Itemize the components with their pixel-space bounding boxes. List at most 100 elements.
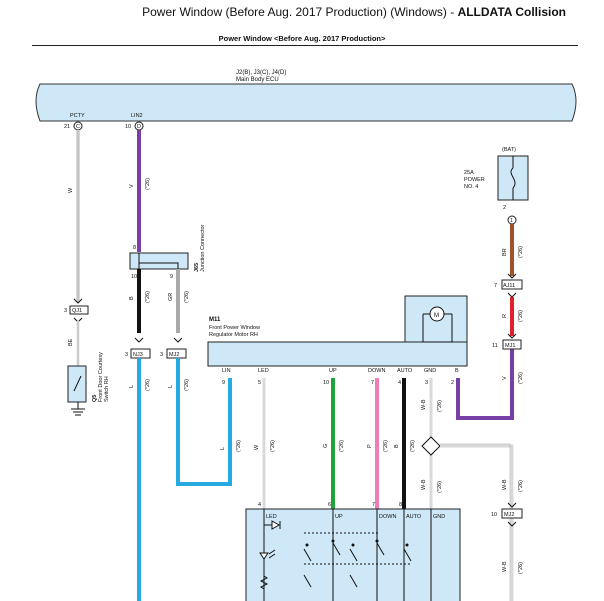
- mj2l-name: MJ2: [504, 512, 514, 518]
- wire-blue-mid: [176, 358, 232, 486]
- sw-resistor: [259, 575, 269, 590]
- wire-gnd-right-branch-outline: [440, 443, 511, 601]
- sw-node-3: [351, 543, 355, 547]
- mj2l-arrow: [507, 502, 517, 508]
- qj1-name: QJ1: [72, 308, 82, 314]
- nj3-pin: 3: [125, 352, 128, 358]
- diagram-subtitle: Power Window <Before Aug. 2017 Productio…: [218, 34, 386, 43]
- wire-nj3: B (*26): [129, 269, 151, 333]
- sw-led-ray-2: [268, 553, 276, 559]
- wire-lin2-size: (*26): [145, 178, 151, 190]
- q5-name-2: Switch RH: [104, 376, 110, 402]
- wire-mj2: GR (*26): [168, 269, 190, 333]
- fuse-element: [510, 167, 516, 189]
- j65-pin-9: 9: [170, 274, 173, 280]
- ecu-bar: [35, 83, 577, 122]
- connector-mj2-lower: 10 MJ2: [491, 502, 523, 527]
- ecu-pin-pcty-name: PCTY: [70, 113, 85, 119]
- pin-lin2: 10 D: [125, 121, 144, 131]
- m11-name-1: Front Power Window: [209, 325, 260, 331]
- sw-node-1: [305, 543, 309, 547]
- sw-contact-5: [403, 548, 412, 562]
- wire-gnd-size: (*26): [437, 400, 443, 412]
- aj11-pin: 7: [494, 283, 497, 289]
- mj2-name: MJ2: [169, 352, 179, 358]
- wire-fuse-brown-color: BR: [502, 248, 508, 256]
- j65-code: J65: [194, 263, 200, 272]
- sw-contact-2: [332, 542, 341, 556]
- fuse-number: NO. 4: [464, 184, 478, 190]
- wire-fuse-red: R (*26): [502, 297, 524, 336]
- qj1-pin: 3: [64, 308, 67, 314]
- m11-term-5: 5: [258, 380, 261, 386]
- nj3-arrow: [134, 337, 144, 343]
- mj2l-pin: 10: [491, 512, 497, 518]
- wire-right-wb: W-B (*26) W-B (*26): [502, 479, 524, 574]
- pin-pcty-conn: C: [76, 124, 80, 130]
- m11-term-10: 10: [323, 380, 329, 386]
- wire-blue-left-color: L: [129, 385, 135, 388]
- sw-label-auto: AUTO: [406, 514, 422, 520]
- mj2-arrow: [173, 337, 183, 343]
- pin-pcty: 21 C: [64, 121, 83, 131]
- m11-code: M11: [209, 317, 221, 323]
- q5-code: Q5: [92, 395, 98, 402]
- wire-gnd-color: W-B: [421, 399, 427, 410]
- wire-led-white-color: W: [254, 444, 260, 450]
- sw-contact-7: [349, 574, 358, 588]
- m11-term-name-down: DOWN: [368, 368, 385, 374]
- m11-term-name-auto: AUTO: [397, 368, 413, 374]
- m11-term-9: 9: [222, 380, 225, 386]
- sw-node-5: [405, 543, 409, 547]
- wire-gnd-right-branch: [440, 444, 514, 601]
- wire-blue-mid-color: L: [168, 385, 174, 388]
- wire-down-pink-size: (*26): [383, 440, 389, 452]
- wire-gnd-white-black: W-B (*26) W-B (*26): [421, 378, 514, 601]
- fuse-power-no4: (BAT) 25A POWER NO. 4 2 1: [464, 147, 529, 225]
- mj2l-box: [501, 508, 523, 519]
- wire-right-wb2-color: W-B: [502, 561, 508, 572]
- wire-lin-blue: L (*26) L (*26) L (*26): [129, 358, 242, 601]
- j65-box: [129, 252, 189, 270]
- j65-pin-8: 8: [133, 245, 136, 251]
- wire-qj1-q5-color: BE: [68, 338, 74, 346]
- wire-led-white: W (*26): [254, 378, 276, 509]
- gnd-splice: [421, 436, 441, 456]
- wire-lin2: V (*26): [129, 130, 151, 252]
- fuse-pin-1: 1: [510, 218, 513, 224]
- m11-term-2: 2: [451, 380, 454, 386]
- sw-contact-1: [303, 548, 312, 562]
- fuse-name: POWER: [464, 177, 485, 183]
- sw-pin-4: 4: [258, 502, 261, 508]
- mj1-pin: 11: [492, 343, 498, 349]
- m11-term-4: 4: [398, 380, 401, 386]
- sw-contact-6: [303, 574, 312, 588]
- wire-qj1-q5: BE: [68, 321, 80, 366]
- qj1-box: [69, 305, 89, 315]
- fuse-source: (BAT): [502, 147, 516, 153]
- m11-term-name-up: UP: [329, 368, 337, 374]
- page-title-brand: ALLDATA Collision: [457, 5, 566, 19]
- mj1-arrow: [507, 333, 517, 339]
- sw-label-up: UP: [335, 514, 343, 520]
- wire-fuse-brown: BR (*26): [502, 224, 524, 276]
- connector-nj3: 3 NJ3: [125, 337, 151, 359]
- m11-term-3: 3: [425, 380, 428, 386]
- wire-fuse-brown-size: (*26): [518, 246, 524, 258]
- wire-pcty-color: W: [68, 187, 74, 193]
- j65-bus: [138, 253, 179, 269]
- pin-pcty-num: 21: [64, 124, 70, 130]
- wire-blue-left-size: (*26): [145, 379, 151, 391]
- wire-mj2-size: (*26): [184, 291, 190, 303]
- m11-motor-leads: [422, 314, 453, 343]
- wire-b-violet-line: [456, 348, 514, 420]
- wire-down-pink: P (*26): [367, 378, 389, 509]
- mj1-box: [502, 339, 522, 350]
- main-body-ecu: J2(B), J3(C), J4(D) Main Body ECU PCTY L…: [35, 70, 577, 122]
- wire-b-violet-size: (*26): [518, 372, 524, 384]
- wire-gnd2-color: W-B: [421, 479, 427, 490]
- mj2l-arrow-lower: [507, 521, 517, 527]
- wire-right-wb2-size: (*26): [518, 562, 524, 574]
- m11-motor-circle: [429, 306, 445, 322]
